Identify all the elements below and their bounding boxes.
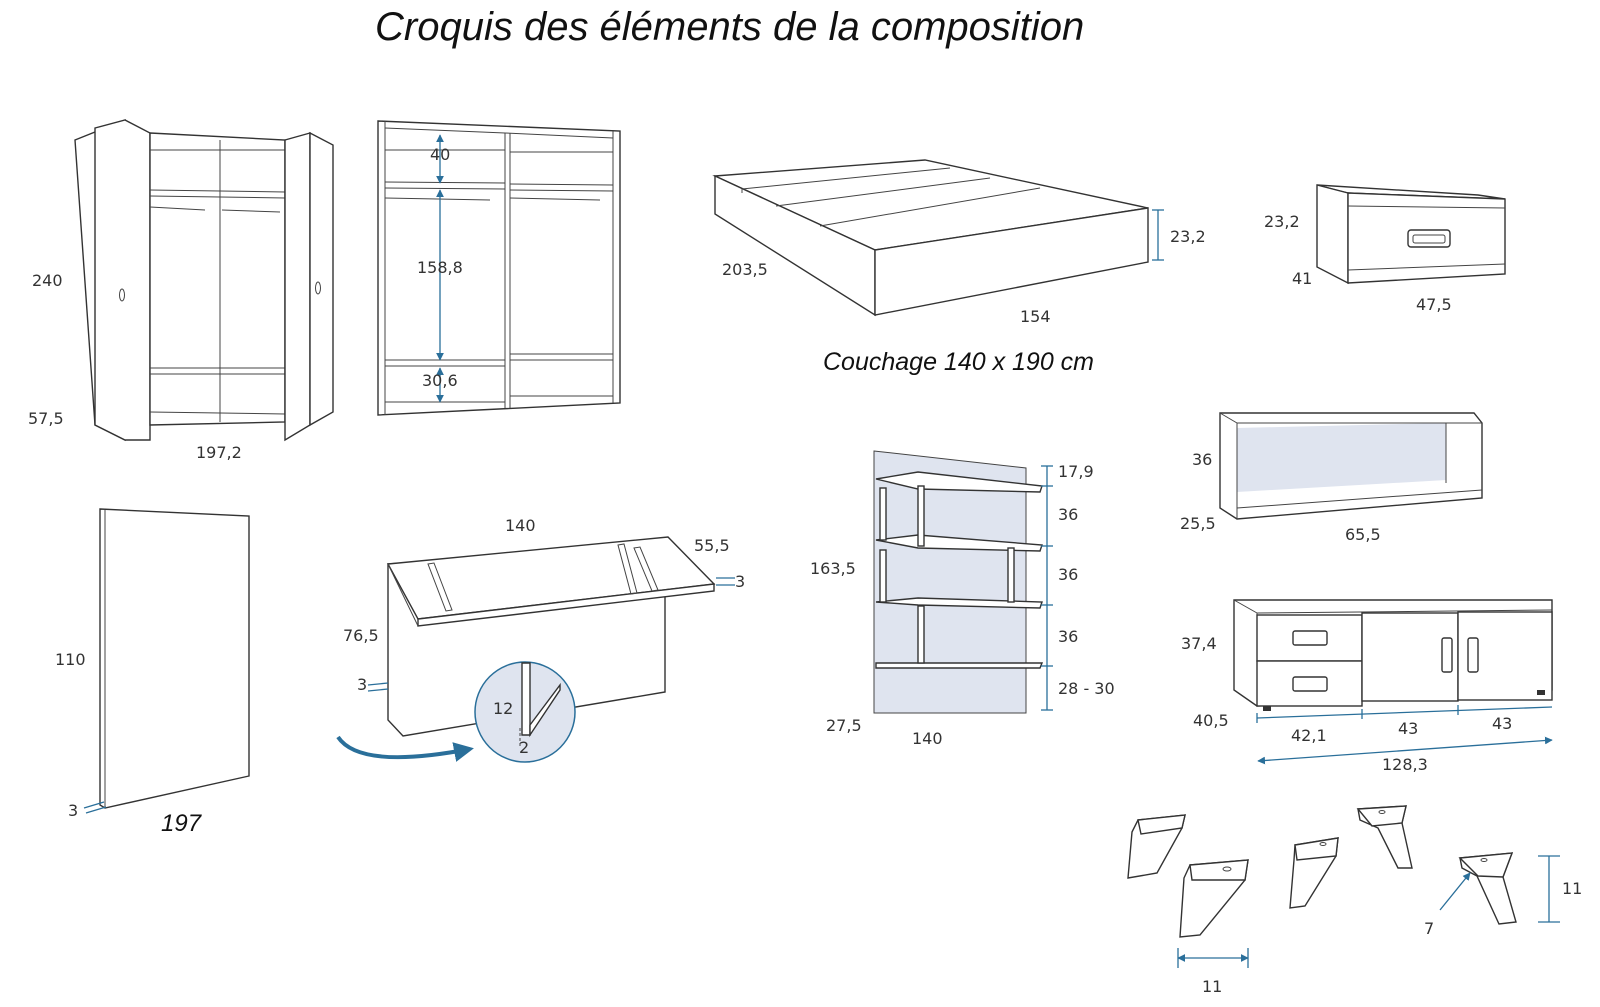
wall-panel-drawing [83,508,250,814]
nightstand-depth-label: 41 [1292,269,1312,288]
shelving-gap-4: 36 [1058,627,1078,646]
wardrobe-height-label: 240 [32,271,63,290]
tv-unit-section-2: 43 [1398,719,1418,738]
tv-unit-section-3: 43 [1492,714,1512,733]
wall-shelf-depth-label: 25,5 [1180,514,1216,533]
tv-unit-height-label: 37,4 [1181,634,1217,653]
leg-depth-label: 7 [1424,919,1434,938]
desk-width-label: 140 [505,516,536,535]
legs-drawing [1127,805,1560,968]
shelving-width-label: 140 [912,729,943,748]
wall-shelf-drawing [1219,412,1483,520]
wardrobe-interior-drawing [377,120,621,416]
interior-top-label: 40 [430,145,450,164]
tv-unit-total-width: 128,3 [1382,755,1428,774]
panel-height-label: 110 [55,650,86,669]
bed-caption: Couchage 140 x 190 cm [823,348,1094,376]
leg-width-label: 11 [1202,977,1222,996]
desk-height-label: 76,5 [343,626,379,645]
shelving-height-label: 163,5 [810,559,856,578]
desk-detail-a-label: 12 [493,699,513,718]
bed-length-label: 203,5 [722,260,768,279]
nightstand-width-label: 47,5 [1416,295,1452,314]
wardrobe-open-doors-drawing [74,118,334,442]
nightstand-height-label: 23,2 [1264,212,1300,231]
interior-middle-label: 158,8 [417,258,463,277]
page-title: Croquis des éléments de la composition [375,5,1084,49]
shelving-gap-2: 36 [1058,505,1078,524]
wardrobe-width-label: 197,2 [196,443,242,462]
shelving-depth-label: 27,5 [826,716,862,735]
leg-height-label: 11 [1562,879,1582,898]
bed-height-label: 23,2 [1170,227,1206,246]
desk-panel-thickness-label: 3 [357,675,367,694]
bed-drawing [712,159,1164,317]
shelving-gap-3: 36 [1058,565,1078,584]
wall-shelf-height-label: 36 [1192,450,1212,469]
wall-shelf-width-label: 65,5 [1345,525,1381,544]
interior-bottom-label: 30,6 [422,371,458,390]
panel-width-label: 197 [161,810,203,837]
tv-unit-depth-label: 40,5 [1193,711,1229,730]
nightstand-drawing [1316,184,1506,285]
desk-detail-b-label: 2 [519,738,529,757]
shelving-gap-5: 28 - 30 [1058,679,1115,698]
shelving-drawing [873,450,1053,714]
tv-unit-drawing [1233,599,1553,765]
shelving-gap-1: 17,9 [1058,462,1094,481]
wardrobe-depth-label: 57,5 [28,409,64,428]
desk-top-thickness-label: 3 [735,572,745,591]
desk-drawing [336,536,735,763]
bed-width-label: 154 [1020,307,1051,326]
desk-depth-label: 55,5 [694,536,730,555]
tv-unit-section-1: 42,1 [1291,726,1327,745]
panel-thickness-label: 3 [68,801,78,820]
